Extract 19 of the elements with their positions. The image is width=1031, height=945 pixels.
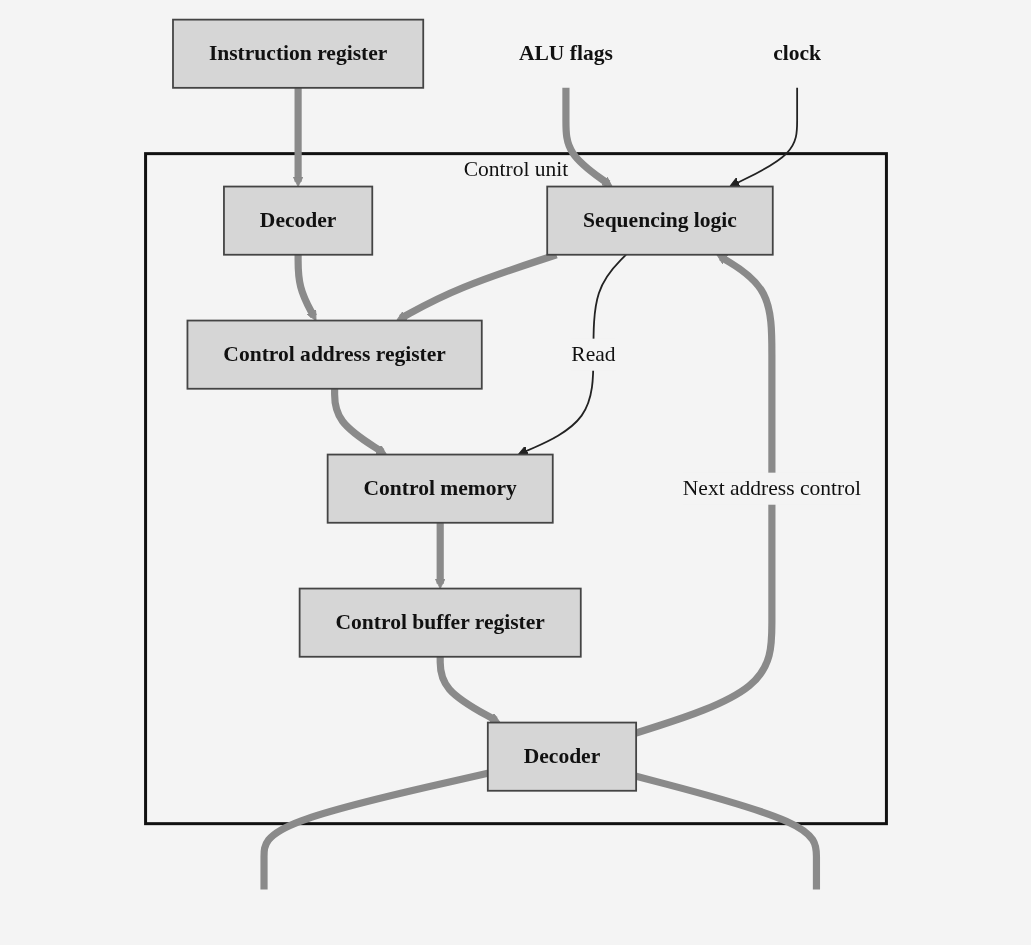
- node-box: Control address register: [186, 319, 483, 390]
- edge-label: Read: [570, 342, 616, 367]
- arrow: [728, 86, 798, 188]
- node-box: Decoder: [222, 185, 373, 256]
- arrow: [294, 254, 317, 322]
- arrow: [292, 87, 303, 187]
- arrow: [434, 522, 445, 590]
- node-text: clock: [772, 41, 821, 66]
- edge-label: Next address control: [682, 476, 861, 501]
- node-box: Decoder: [486, 721, 637, 792]
- arrow: [561, 87, 613, 187]
- node-text: ALU flags: [518, 41, 613, 66]
- node-box: Control memory: [326, 453, 554, 524]
- arrow: [436, 656, 500, 724]
- node-box: Sequencing logic: [545, 185, 774, 256]
- node-box: Control buffer register: [298, 587, 582, 658]
- arrow: [517, 253, 627, 456]
- node-box: Instruction register: [171, 18, 424, 89]
- arrow: [330, 388, 387, 456]
